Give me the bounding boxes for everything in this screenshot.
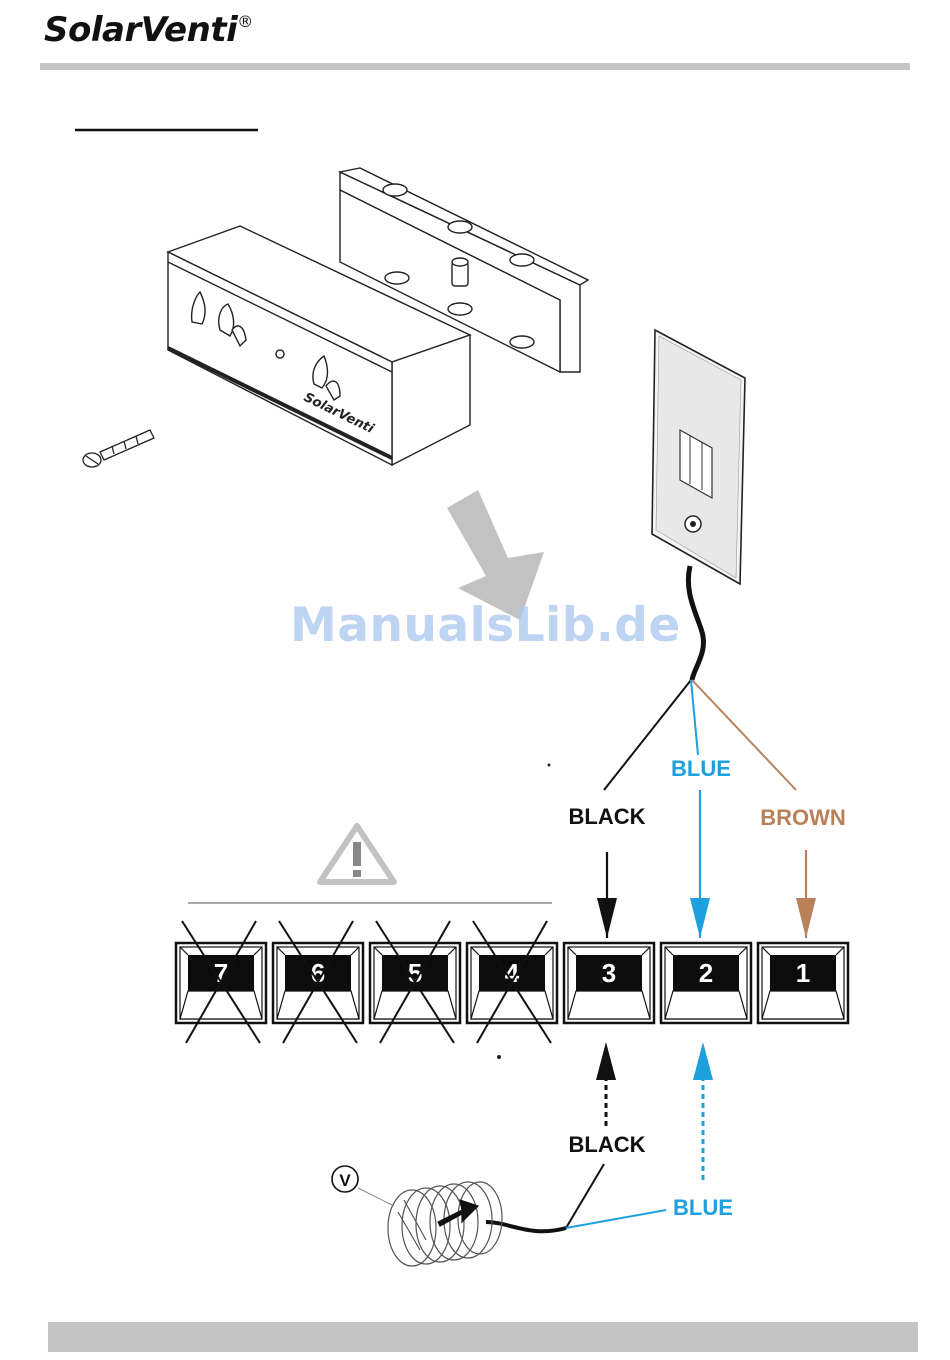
wire-blue-top — [691, 680, 698, 755]
terminal-1: 1 — [758, 943, 848, 1023]
fan-leader — [358, 1188, 394, 1206]
fan-marker: V — [339, 1171, 351, 1190]
terminal-3: 3 — [564, 943, 654, 1023]
fan-coil — [388, 1182, 502, 1266]
watermark: ManualsLib.de — [290, 598, 681, 653]
terminal-label: 1 — [796, 958, 810, 988]
label-black-top: BLACK — [569, 804, 646, 829]
terminal-label: 2 — [699, 958, 713, 988]
label-black-bottom: BLACK — [569, 1132, 646, 1157]
label-blue-top: BLUE — [671, 756, 731, 781]
terminal-7: 7 — [176, 921, 266, 1043]
terminal-5: 5 — [370, 921, 460, 1043]
footer-bar — [48, 1322, 918, 1352]
terminal-2: 2 — [661, 943, 751, 1023]
warning-icon — [320, 826, 394, 882]
terminal-6: 6 — [273, 921, 363, 1043]
label-brown-top: BROWN — [760, 805, 846, 830]
fan-cable — [486, 1222, 566, 1231]
mounting-screw — [83, 430, 154, 467]
label-blue-bottom: BLUE — [673, 1195, 733, 1220]
wire-black-bottom — [566, 1164, 604, 1228]
terminal-4: 4 — [467, 921, 557, 1043]
sensor-cable — [688, 566, 703, 680]
terminal-label: 3 — [602, 958, 616, 988]
temperature-sensor-panel — [652, 330, 745, 584]
wire-blue-bottom — [566, 1210, 666, 1228]
